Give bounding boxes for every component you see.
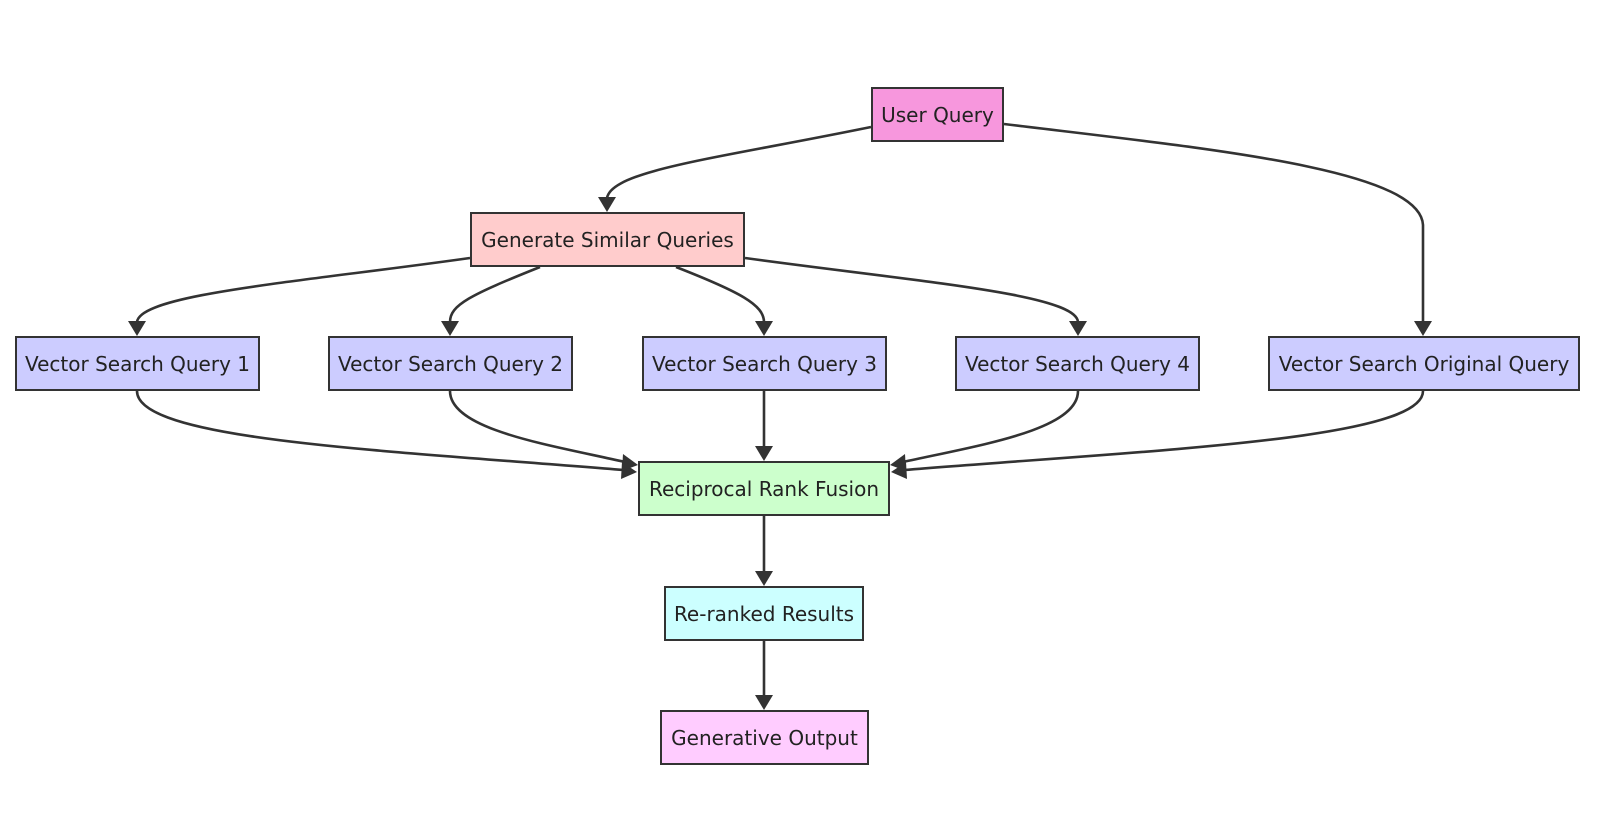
- node-vector-search-original-query: Vector Search Original Query: [1268, 336, 1580, 391]
- arrowhead-generate-similar-queries: [598, 197, 616, 212]
- edge-generate-similar-queries-to-vsq1: [135, 256, 471, 323]
- node-generative-output: Generative Output: [660, 710, 869, 765]
- arrowhead-generative-output: [755, 695, 773, 710]
- edge-vsq2-to-reciprocal-rank-fusion: [448, 390, 626, 464]
- edge-user-query-to-vector-search-original-query: [1003, 122, 1425, 322]
- node-user-query: User Query: [871, 87, 1004, 142]
- edge-user-query-to-generate-similar-queries: [605, 125, 872, 199]
- arrowhead-vsq3: [755, 321, 773, 336]
- node-reranked-results: Re-ranked Results: [664, 586, 864, 641]
- arrowhead-rrf-from-vsq3: [755, 446, 773, 461]
- arrowhead-reranked-results: [755, 571, 773, 586]
- arrowhead-vsq4: [1069, 321, 1087, 336]
- edge-generate-similar-queries-to-vsq4: [744, 256, 1080, 323]
- node-reciprocal-rank-fusion: Reciprocal Rank Fusion: [638, 461, 890, 516]
- arrowhead-rrf-from-vsq2: [622, 454, 638, 471]
- arrowhead-rrf-from-vso: [891, 462, 907, 479]
- edge-generate-similar-queries-to-vsq3: [675, 265, 766, 323]
- edge-vsq4-to-reciprocal-rank-fusion: [902, 390, 1080, 464]
- edge-vsq1-to-reciprocal-rank-fusion: [135, 390, 625, 472]
- arrowhead-vsq2: [441, 321, 459, 336]
- node-vector-search-query-4: Vector Search Query 4: [955, 336, 1200, 391]
- node-generate-similar-queries: Generate Similar Queries: [470, 212, 745, 267]
- node-vector-search-query-3: Vector Search Query 3: [642, 336, 887, 391]
- edge-vso-to-reciprocal-rank-fusion: [903, 390, 1425, 472]
- node-vector-search-query-2: Vector Search Query 2: [328, 336, 573, 391]
- arrowhead-vsq1: [128, 321, 146, 336]
- arrowhead-vector-search-original-query: [1414, 321, 1432, 336]
- node-vector-search-query-1: Vector Search Query 1: [15, 336, 260, 391]
- edge-generate-similar-queries-to-vsq2: [448, 265, 541, 323]
